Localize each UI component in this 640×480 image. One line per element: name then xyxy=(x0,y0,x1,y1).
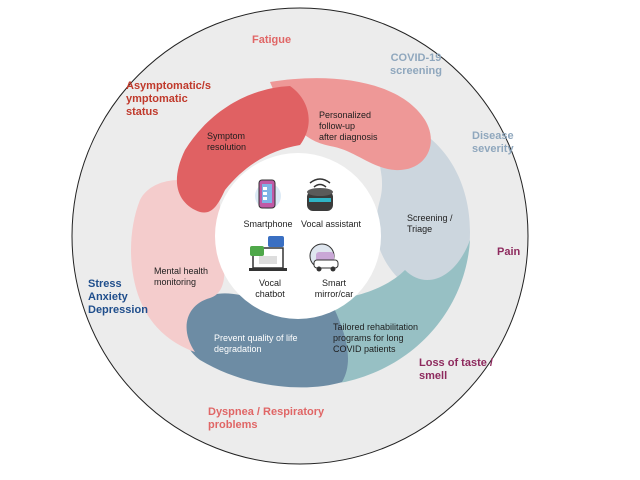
smart-mirror-icon xyxy=(309,243,339,272)
segment-label-personalized-followup: Personalized follow-up after diagnosis xyxy=(319,110,378,142)
segment-label-tailored-rehab: Tailored rehabilitation programs for lon… xyxy=(333,322,419,354)
segment-personalized-followup xyxy=(270,78,431,171)
label-stress: Stress Anxiety Depression xyxy=(88,278,148,316)
segment-mental-health xyxy=(131,180,225,352)
segment-symptom-resolution xyxy=(176,86,309,213)
label-fatigue: Fatigue xyxy=(252,34,292,46)
label-asymptomatic: Asymptomatic/s ymptomatic status xyxy=(126,80,211,118)
vocal-assistant-icon xyxy=(307,178,333,211)
label-dyspnea: Dyspnea / Respiratory problems xyxy=(208,406,325,431)
label-pain: Pain xyxy=(497,246,521,258)
label-disease-severity: Disease severity xyxy=(472,130,514,155)
label-loss-taste: Loss of taste / smell xyxy=(419,357,493,382)
device-label-smart-mirror: Smart mirror/car xyxy=(314,278,354,299)
device-label-smartphone: Smartphone xyxy=(243,219,293,229)
segment-label-screening-triage: Screening / Triage xyxy=(407,213,453,234)
segment-label-symptom-resolution: Symptom resolution xyxy=(207,131,247,152)
label-covid-screening: COVID-19 screening xyxy=(390,52,442,77)
segment-label-mental-health: Mental health monitoring xyxy=(154,266,209,287)
vocal-chatbot-icon xyxy=(249,236,287,271)
segment-label-prevent-quality: Prevent quality of life degradation xyxy=(214,333,298,354)
smartphone-icon xyxy=(255,179,281,209)
device-label-vocal-assistant: Vocal assistant xyxy=(300,219,362,229)
device-label-vocal-chatbot: Vocal chatbot xyxy=(255,278,285,299)
